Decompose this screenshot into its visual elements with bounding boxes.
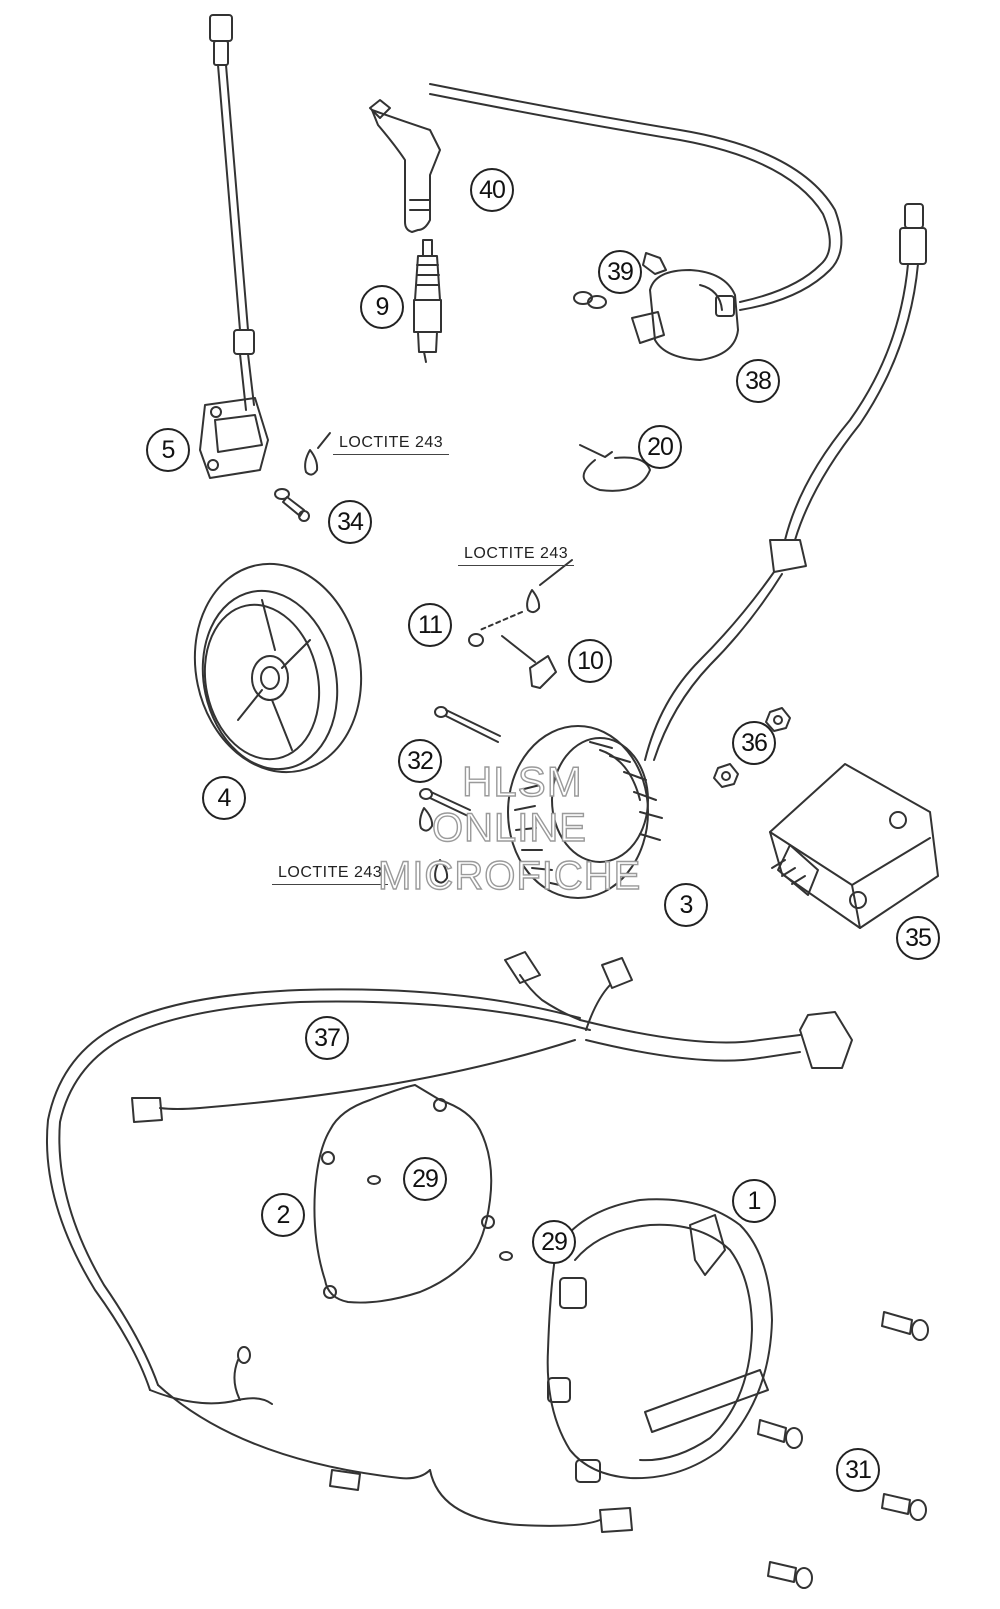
callout-37: 37 [305, 1016, 349, 1060]
pickup-grommet [233, 329, 255, 355]
ht-lead [429, 83, 843, 311]
spark-plug-cap [369, 99, 441, 233]
screw-34 [274, 488, 310, 522]
stator-screws-32 [419, 706, 501, 832]
dowel-pin-29 [499, 1251, 513, 1261]
screw-11 [468, 633, 484, 647]
watermark-line-1: HLSM [461, 757, 583, 805]
callout-39: 39 [598, 250, 642, 294]
callout-5: 5 [146, 428, 190, 472]
ignition-cover [546, 1198, 773, 1483]
callout-34: 34 [328, 500, 372, 544]
loctite-mid-leader [539, 559, 573, 586]
callout-36: 36 [732, 721, 776, 765]
pickup-body-face [214, 414, 263, 453]
harness-small-connector [131, 1097, 163, 1123]
loctite-note-top: LOCTITE 243 [333, 434, 450, 455]
callout-20: 20 [638, 425, 682, 469]
cdi-unit [769, 763, 939, 929]
harness-main-connector [799, 1011, 853, 1069]
callout-3: 3 [664, 883, 708, 927]
callout-32: 32 [398, 739, 442, 783]
callout-10: 10 [568, 639, 612, 683]
loctite-drop-top [304, 449, 319, 476]
pickup-mount-hole [210, 406, 222, 418]
pickup-sensor-assembly [199, 14, 269, 479]
loctite-drop-mid [526, 589, 541, 614]
callout-29-gasket: 29 [403, 1157, 447, 1201]
callout-4: 4 [202, 776, 246, 820]
watermark-line-3: MICROFICHE [377, 853, 642, 898]
pickup-mount-hole-2 [207, 459, 219, 471]
callout-9: 9 [360, 285, 404, 329]
cable-tie [579, 444, 651, 492]
wiring-harness [46, 951, 853, 1533]
pickup-connector [209, 14, 233, 42]
pickup-body [199, 397, 269, 479]
callout-29-dowel: 29 [532, 1220, 576, 1264]
loctite-top-leader [317, 432, 331, 449]
callout-40: 40 [470, 168, 514, 212]
spark-plug [413, 239, 442, 363]
screw-guide-line [479, 611, 523, 631]
pickup-connector-boot [213, 40, 229, 66]
ignition-coil [631, 269, 739, 361]
stator-cable [644, 203, 927, 761]
callout-11: 11 [408, 603, 452, 647]
key-10 [501, 635, 557, 689]
nuts-36 [713, 707, 791, 788]
ignition-cover-gasket [313, 1084, 495, 1304]
watermark-line-2: ONLINE [431, 805, 587, 850]
callout-38: 38 [736, 359, 780, 403]
ht-lead-inner [429, 93, 831, 303]
callout-2: 2 [261, 1193, 305, 1237]
callout-1: 1 [732, 1179, 776, 1223]
coil-bolt-39 [573, 252, 667, 309]
cover-screws-31 [757, 1311, 929, 1589]
loctite-note-bottom: LOCTITE 243 [272, 864, 389, 885]
loctite-drop-bottom [434, 859, 449, 884]
pickup-cable-short [239, 353, 255, 411]
callout-31: 31 [836, 1448, 880, 1492]
stator [507, 725, 663, 899]
loctite-note-mid: LOCTITE 243 [458, 545, 575, 566]
callout-35: 35 [896, 916, 940, 960]
pickup-cable [217, 64, 249, 331]
flywheel [193, 562, 363, 774]
